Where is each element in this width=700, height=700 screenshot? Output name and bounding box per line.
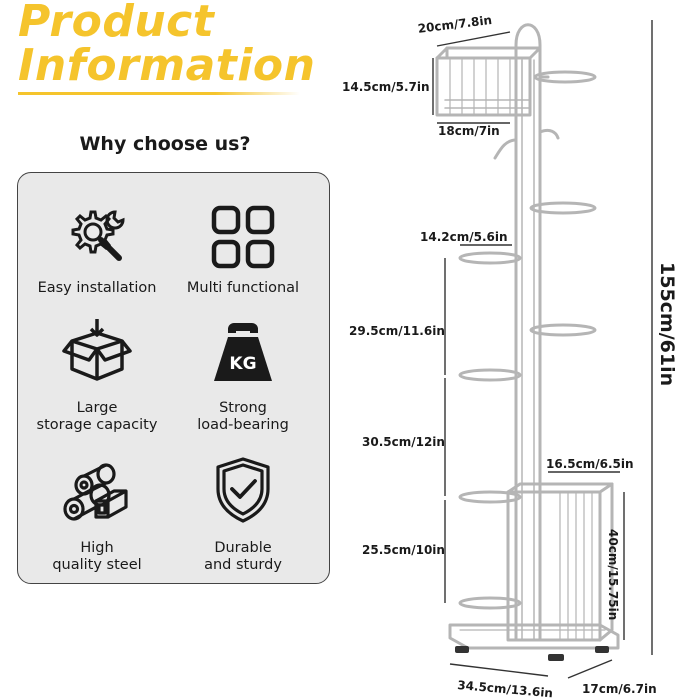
feature-label: Easy installation xyxy=(37,280,157,296)
dim-basket-depth: 18cm/7in xyxy=(438,124,500,138)
feature-strong-load-bearing: KG Strong load-bearing xyxy=(168,315,318,435)
feature-multi-functional: Multi functional xyxy=(168,200,318,300)
dim-basket-height: 14.5cm/5.7in xyxy=(342,80,430,94)
dim-bin-height: 40cm/15.75in xyxy=(606,529,620,621)
grid-icon xyxy=(211,205,275,269)
feature-label-line-2: quality steel xyxy=(52,557,142,573)
feature-label-line-1: High xyxy=(80,540,114,556)
dim-ring-gap-1: 29.5cm/11.6in xyxy=(349,324,445,338)
feature-high-quality-steel: High quality steel xyxy=(22,455,172,575)
feature-label-line-2: and sturdy xyxy=(204,557,282,573)
dim-ring-gap-2: 30.5cm/12in xyxy=(362,435,445,449)
dim-base-depth: 17cm/6.7in xyxy=(582,682,657,696)
title-line-2: Information xyxy=(18,40,316,91)
title-line-1: Product xyxy=(18,0,215,47)
title-underline xyxy=(18,92,300,95)
rack-frame xyxy=(435,23,620,650)
kettlebell-icon: KG xyxy=(214,323,272,381)
kettlebell-label: KG xyxy=(229,354,256,374)
feature-label-line-2: storage capacity xyxy=(36,417,158,433)
features-panel xyxy=(17,172,330,584)
section-heading: Why choose us? xyxy=(79,133,251,155)
steel-rolls-icon xyxy=(63,463,128,521)
feature-label-line-1: Durable xyxy=(214,540,272,556)
feature-durable-sturdy: Durable and sturdy xyxy=(168,455,318,575)
feature-label-line-1: Strong xyxy=(219,400,267,416)
shield-check-icon xyxy=(216,457,270,523)
feature-easy-installation: Easy installation xyxy=(22,200,172,300)
feature-label: Multi functional xyxy=(186,280,300,296)
feature-label-line-1: Large xyxy=(76,400,118,416)
feature-large-storage: Large storage capacity xyxy=(22,315,172,435)
dim-ring-diameter: 14.2cm/5.6in xyxy=(420,230,508,244)
box-icon xyxy=(62,319,132,381)
dim-total-height: 155cm/61in xyxy=(656,262,678,387)
dim-ring-gap-3: 25.5cm/10in xyxy=(362,543,445,557)
dimension-lines xyxy=(432,20,653,679)
rack-feet xyxy=(455,646,609,661)
dim-bin-width: 16.5cm/6.5in xyxy=(546,457,634,471)
gear-wrench-icon xyxy=(71,210,125,261)
feature-label-line-2: load-bearing xyxy=(197,417,289,433)
